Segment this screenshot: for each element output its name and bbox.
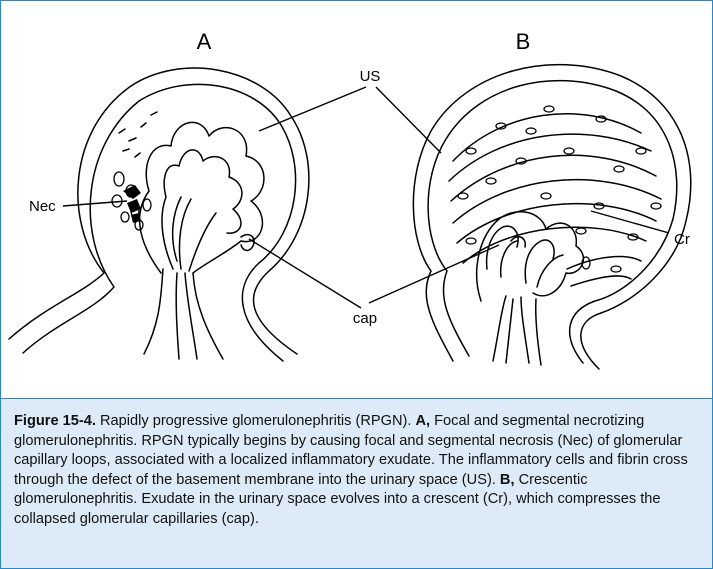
label-nec: Nec <box>29 198 56 215</box>
caption-a-label: A, <box>415 413 430 429</box>
caption-figure-label: Figure 15-4. <box>14 413 96 429</box>
leader-lines <box>63 87 669 308</box>
label-cr: Cr <box>674 231 690 248</box>
illustration-svg: A B <box>1 1 712 399</box>
caption-b-label: B, <box>500 472 515 488</box>
figure-caption: Figure 15-4. Rapidly progressive glomeru… <box>1 398 712 568</box>
panel-label-a: A <box>197 29 212 54</box>
caption-intro: Rapidly progressive glomerulonephritis (… <box>96 413 416 429</box>
glomerulus-illustration: A B <box>1 1 712 399</box>
label-us: US <box>360 68 381 85</box>
glomerulus-b <box>413 65 690 369</box>
label-cap: cap <box>353 310 377 327</box>
panel-label-b: B <box>516 29 531 54</box>
